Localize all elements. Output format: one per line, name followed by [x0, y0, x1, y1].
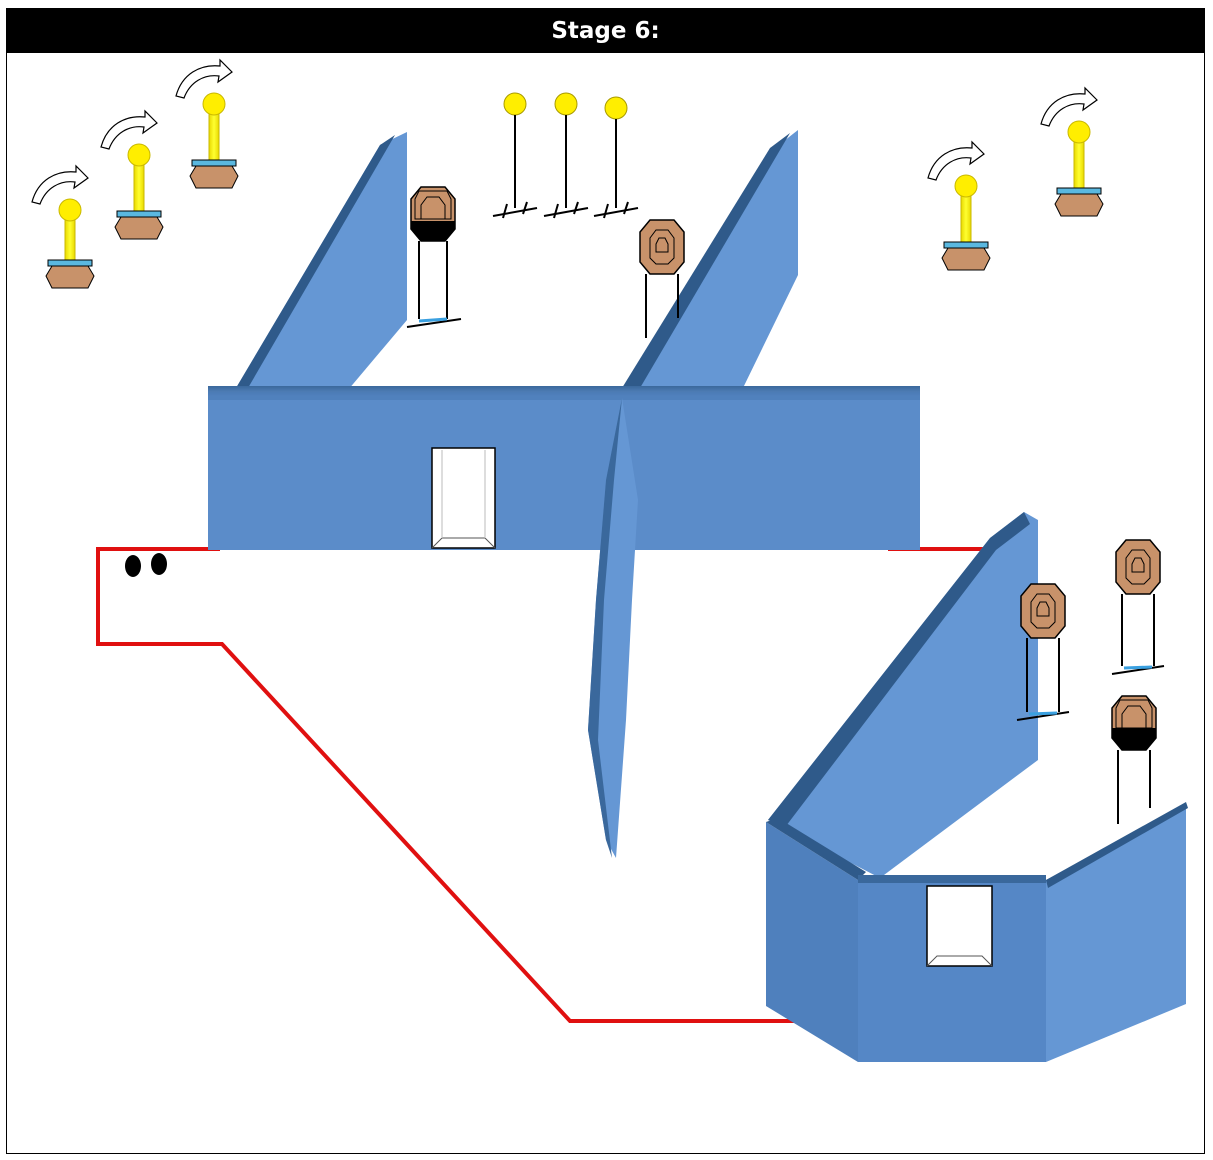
paper-target-left-partial — [406, 186, 462, 328]
popper-icon — [927, 140, 991, 271]
steel-plate-icon — [492, 92, 538, 219]
popper-icon — [100, 109, 164, 240]
wall-divider — [588, 398, 638, 858]
paper-target-middle — [639, 219, 685, 338]
footprint-icon — [151, 553, 167, 575]
stage-title: Stage 6: — [7, 9, 1204, 53]
steel-plates — [492, 92, 639, 219]
steel-plate-icon — [543, 92, 589, 219]
popper-icon — [1040, 86, 1104, 217]
wall-middle-diagonal — [622, 130, 798, 390]
popper-group-right — [927, 86, 1104, 271]
wall-bay — [766, 802, 1188, 1062]
footprint-icon — [125, 555, 141, 577]
wall-right-diagonal — [768, 512, 1038, 878]
wall-left-diagonal — [236, 132, 407, 390]
port-bay-wall — [926, 885, 993, 967]
paper-target-right-partial — [1111, 695, 1157, 824]
paper-target-right-2 — [1111, 539, 1165, 675]
popper-group-left — [31, 58, 239, 289]
wall-main-front — [208, 386, 920, 550]
port-main-wall — [431, 447, 496, 549]
popper-icon — [31, 164, 95, 289]
paper-target-right-1 — [1016, 583, 1070, 721]
start-marks — [125, 553, 167, 577]
popper-icon — [175, 58, 239, 189]
steel-plate-icon — [593, 96, 639, 219]
